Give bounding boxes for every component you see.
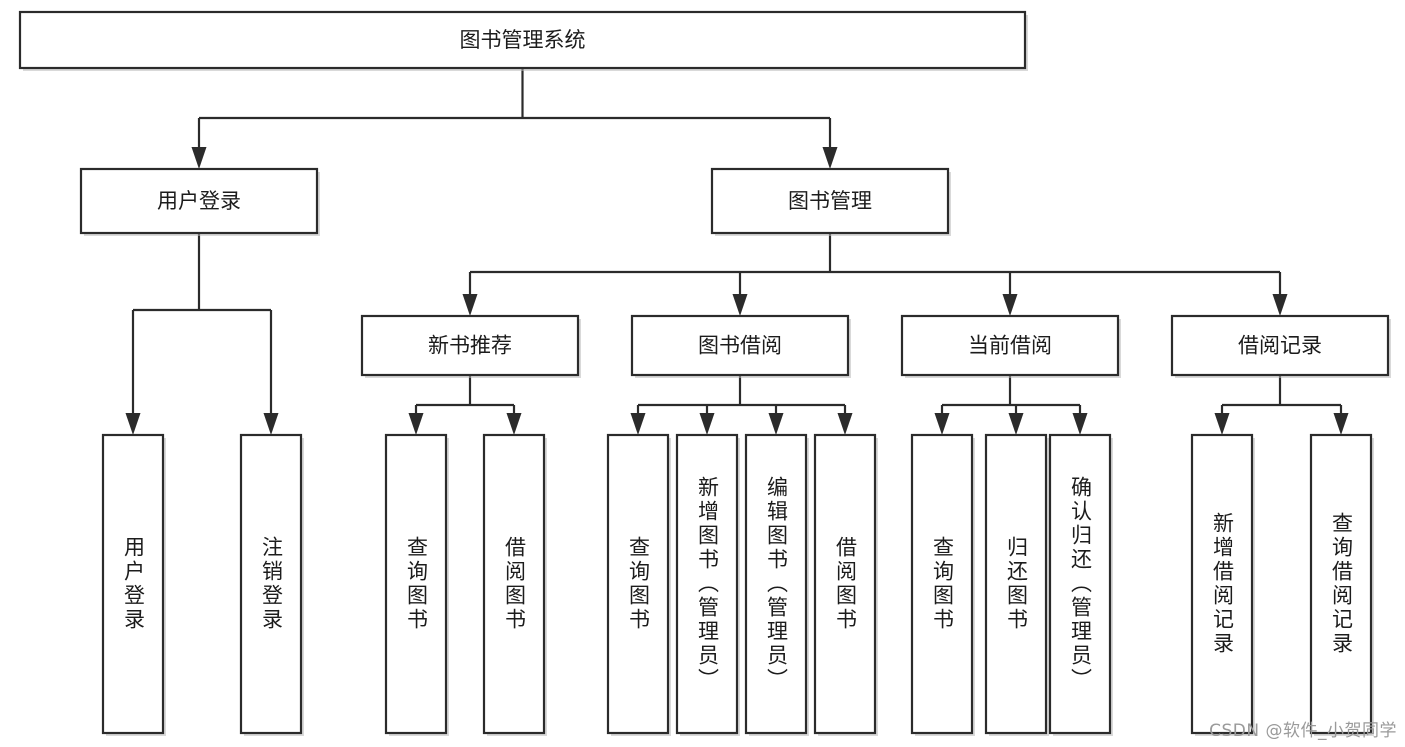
node-box-leaf-query-book-borrow[interactable] (606, 433, 670, 735)
node-label-book-manage: 图书管理 (788, 189, 872, 213)
arrow-head-icon (1072, 413, 1088, 435)
arrow-head-icon (630, 413, 646, 435)
arrow-head-icon (732, 294, 748, 316)
node-box-leaf-add-record[interactable] (1190, 433, 1254, 735)
connector-group-book-manage (462, 233, 1288, 316)
arrow-head-icon (1272, 294, 1288, 316)
node-box-leaf-user-login[interactable] (101, 433, 165, 735)
connector-group-borrow-record (1214, 375, 1349, 435)
node-box-new-book-rec[interactable] (360, 314, 580, 377)
arrow-head-icon (837, 413, 853, 435)
arrow-head-icon (934, 413, 950, 435)
arrow-head-icon (125, 413, 141, 435)
node-box-leaf-edit-book[interactable] (744, 433, 808, 735)
node-box-layer (18, 10, 1391, 736)
node-box-user-login[interactable] (79, 167, 319, 235)
node-box-leaf-query-book-rec[interactable] (384, 433, 448, 735)
node-box-leaf-borrow-book-rec[interactable] (482, 433, 546, 735)
connector-group-user-login (125, 233, 279, 435)
node-box-book-manage[interactable] (710, 167, 950, 235)
arrow-head-icon (462, 294, 478, 316)
connector-group-book-borrow (630, 375, 853, 435)
node-box-leaf-user-logout[interactable] (239, 433, 303, 735)
node-box-leaf-query-record[interactable] (1309, 433, 1373, 735)
node-label-borrow-record: 借阅记录 (1238, 334, 1322, 358)
node-box-leaf-add-book[interactable] (675, 433, 739, 735)
arrow-head-icon (1214, 413, 1230, 435)
node-label-user-login: 用户登录 (157, 189, 241, 213)
node-label-root: 图书管理系统 (460, 28, 586, 52)
arrow-head-icon (768, 413, 784, 435)
arrow-head-icon (1008, 413, 1024, 435)
arrow-head-icon (263, 413, 279, 435)
arrow-head-icon (699, 413, 715, 435)
node-box-root[interactable] (18, 10, 1027, 70)
node-box-leaf-borrow-book[interactable] (813, 433, 877, 735)
node-label-new-book-rec: 新书推荐 (428, 334, 512, 358)
arrow-head-icon (1002, 294, 1018, 316)
node-box-leaf-confirm-return[interactable] (1048, 433, 1112, 735)
node-box-current-borrow[interactable] (900, 314, 1120, 377)
node-label-book-borrow: 图书借阅 (698, 334, 782, 358)
node-label-current-borrow: 当前借阅 (968, 334, 1052, 358)
arrow-head-icon (191, 147, 207, 169)
connector-layer (125, 68, 1349, 435)
arrow-head-icon (822, 147, 838, 169)
arrow-head-icon (1333, 413, 1349, 435)
node-box-borrow-record[interactable] (1170, 314, 1390, 377)
node-box-leaf-return-book[interactable] (984, 433, 1048, 735)
connector-group-new-book-rec (408, 375, 522, 435)
node-box-book-borrow[interactable] (630, 314, 850, 377)
connector-group-current-borrow (934, 375, 1088, 435)
node-box-leaf-query-book-current[interactable] (910, 433, 974, 735)
connector-group-root (191, 68, 838, 169)
watermark-text: CSDN @软件_小贺同学 (1209, 721, 1397, 741)
arrow-head-icon (506, 413, 522, 435)
arrow-head-icon (408, 413, 424, 435)
